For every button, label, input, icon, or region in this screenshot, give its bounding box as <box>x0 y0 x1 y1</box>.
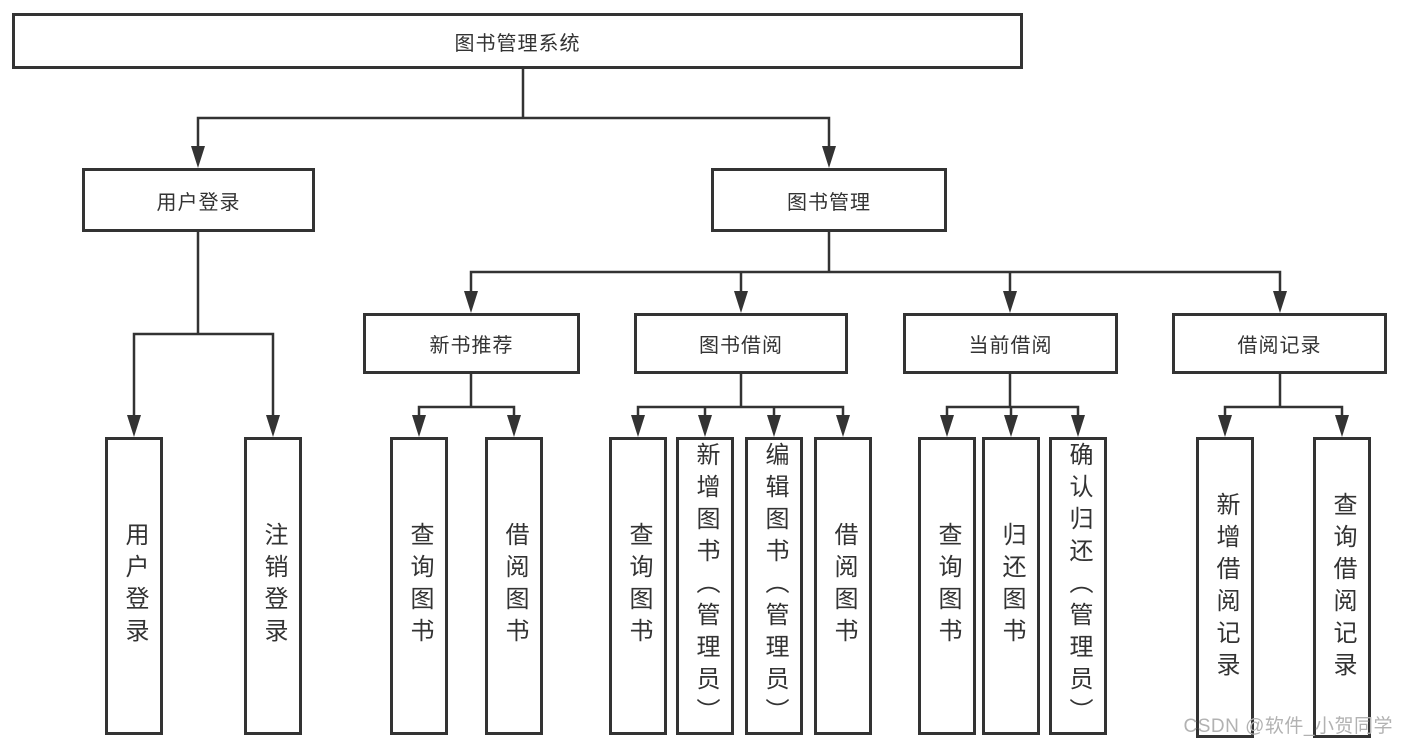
edge-root-to-level2 <box>196 68 831 149</box>
node-label: 用户登录 <box>156 191 241 214</box>
csdn-watermark: CSDN @软件_小贺同学 <box>1183 716 1393 737</box>
edge-currentborrow-to-leaves <box>945 374 1080 417</box>
node-label: 借阅图书 <box>501 522 528 650</box>
node-label: 当前借阅 <box>968 335 1053 357</box>
node-label: 借阅记录 <box>1237 335 1322 357</box>
node-book-borrowing: 图书借阅 <box>634 313 848 374</box>
leaf-add-books-admin: 新增图书（管理员） <box>676 437 734 735</box>
leaf-confirm-return-admin: 确认归还（管理员） <box>1049 437 1107 735</box>
edge-newbookrec-to-leaves <box>417 374 516 417</box>
leaf-borrow-books: 借阅图书 <box>814 437 872 735</box>
leaf-return-books: 归还图书 <box>982 437 1040 735</box>
node-label: 编辑图书（管理员） <box>761 442 788 730</box>
node-book-management: 图书管理 <box>711 168 947 232</box>
node-label: 图书借阅 <box>699 335 783 357</box>
node-label: 新书推荐 <box>429 335 514 357</box>
leaf-borrow-books-recommend: 借阅图书 <box>485 437 543 735</box>
edge-bookmgmt-to-level3 <box>469 232 1282 293</box>
edge-bookborrow-to-leaves <box>636 374 845 417</box>
node-label: 确认归还（管理员） <box>1065 442 1092 730</box>
leaf-edit-books-admin: 编辑图书（管理员） <box>745 437 803 735</box>
leaf-add-borrow-record: 新增借阅记录 <box>1196 437 1254 738</box>
edge-userlogin-to-leaves <box>132 232 275 417</box>
leaf-query-books-recommend: 查询图书 <box>390 437 448 735</box>
leaf-logout: 注销登录 <box>244 437 302 735</box>
node-label: 用户登录 <box>121 522 148 650</box>
arrowhead <box>127 146 1349 437</box>
node-label: 新增图书（管理员） <box>692 442 719 730</box>
node-label: 图书管理 <box>787 191 871 214</box>
node-user-login: 用户登录 <box>82 168 315 232</box>
node-label: 查询图书 <box>934 522 961 650</box>
node-root-system: 图书管理系统 <box>12 13 1023 69</box>
node-label: 新增借阅记录 <box>1212 491 1239 684</box>
leaf-query-books-borrow: 查询图书 <box>609 437 667 735</box>
node-borrowing-records: 借阅记录 <box>1172 313 1387 374</box>
leaf-query-books-current: 查询图书 <box>918 437 976 735</box>
node-new-book-recommend: 新书推荐 <box>363 313 580 374</box>
edge-borrowrecord-to-leaves <box>1223 374 1344 417</box>
node-label: 查询图书 <box>625 522 652 650</box>
node-label: 图书管理系统 <box>454 32 581 55</box>
arrowheads <box>127 146 1349 437</box>
leaf-query-borrow-record: 查询借阅记录 <box>1313 437 1371 738</box>
node-label: 归还图书 <box>998 522 1025 650</box>
node-label: 查询借阅记录 <box>1329 491 1356 684</box>
node-current-borrowing: 当前借阅 <box>903 313 1118 374</box>
node-label: 查询图书 <box>406 522 433 650</box>
tree-edges <box>132 68 1344 417</box>
node-label: 注销登录 <box>260 522 287 650</box>
node-label: 借阅图书 <box>830 522 857 650</box>
leaf-user-login: 用户登录 <box>105 437 163 735</box>
